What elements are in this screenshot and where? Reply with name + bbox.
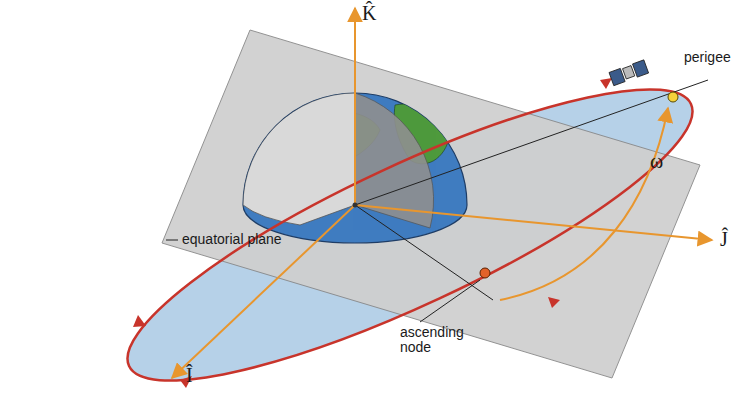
ascending-node-point [480, 268, 490, 278]
orbit-path [99, 41, 720, 394]
point-label: ascending node [400, 325, 480, 356]
plane-label: equatorial plane [182, 232, 282, 247]
point-label: perigee [684, 50, 731, 65]
axis-label: Î [186, 364, 193, 386]
angle-label: ω [650, 150, 663, 172]
orbit-arrowheads [133, 78, 612, 388]
equatorial-plane [162, 30, 700, 378]
satellite-icon [609, 60, 649, 86]
axes [172, 8, 712, 378]
origin-point [353, 203, 358, 208]
reference-lines [166, 80, 708, 322]
axis-label: K̂ [362, 2, 376, 24]
perigee-point [668, 92, 678, 102]
axis-label: Ĵ [720, 228, 728, 250]
